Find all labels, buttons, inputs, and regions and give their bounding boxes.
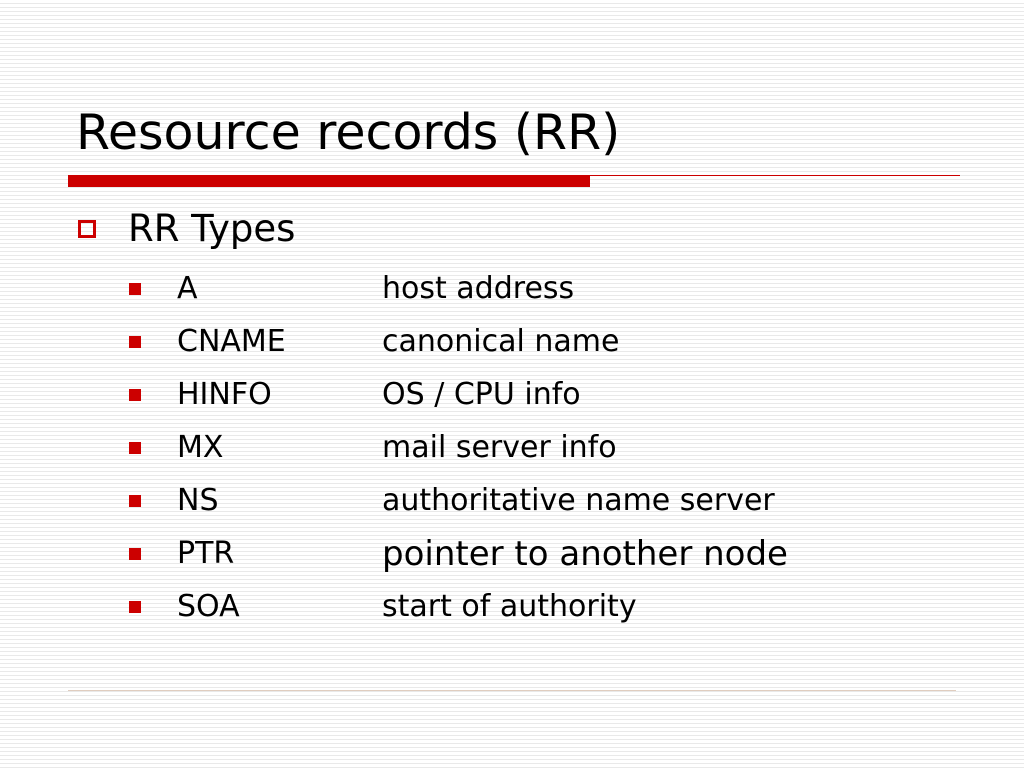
- bullet-rr-types-label: RR Types: [128, 207, 296, 250]
- rr-type-list: A host address CNAME canonical name HINF…: [129, 262, 788, 633]
- rr-type-item: NS authoritative name server: [129, 474, 788, 527]
- rr-type-name: A: [177, 270, 198, 306]
- rr-type-description: canonical name: [382, 323, 620, 359]
- hollow-square-bullet-icon: [78, 220, 96, 238]
- rr-type-item: PTR pointer to another node: [129, 527, 788, 580]
- rr-type-description: start of authority: [382, 588, 637, 624]
- title-underline-thin: [590, 175, 960, 176]
- slide-title: Resource records (RR): [76, 104, 621, 161]
- rr-type-description: mail server info: [382, 429, 617, 465]
- rr-type-item: CNAME canonical name: [129, 315, 788, 368]
- rr-type-name: CNAME: [177, 323, 286, 359]
- rr-type-description: OS / CPU info: [382, 376, 581, 412]
- square-bullet-icon: [129, 547, 141, 560]
- rr-type-item: A host address: [129, 262, 788, 315]
- square-bullet-icon: [129, 282, 141, 295]
- title-underline-thick: [68, 175, 590, 187]
- rr-type-item: MX mail server info: [129, 421, 788, 474]
- square-bullet-icon: [129, 388, 141, 401]
- rr-type-description: host address: [382, 270, 575, 306]
- rr-type-description: authoritative name server: [382, 482, 775, 518]
- rr-type-item: HINFO OS / CPU info: [129, 368, 788, 421]
- footer-divider: [68, 690, 956, 691]
- rr-type-name: MX: [177, 429, 224, 465]
- rr-type-description: pointer to another node: [382, 533, 788, 574]
- bullet-rr-types: RR Types: [78, 204, 295, 254]
- rr-type-name: SOA: [177, 588, 240, 624]
- rr-type-name: PTR: [177, 535, 235, 571]
- square-bullet-icon: [129, 441, 141, 454]
- square-bullet-icon: [129, 494, 141, 507]
- rr-type-name: HINFO: [177, 376, 272, 412]
- rr-type-item: SOA start of authority: [129, 580, 788, 633]
- rr-type-name: NS: [177, 482, 219, 518]
- square-bullet-icon: [129, 600, 141, 613]
- square-bullet-icon: [129, 335, 141, 348]
